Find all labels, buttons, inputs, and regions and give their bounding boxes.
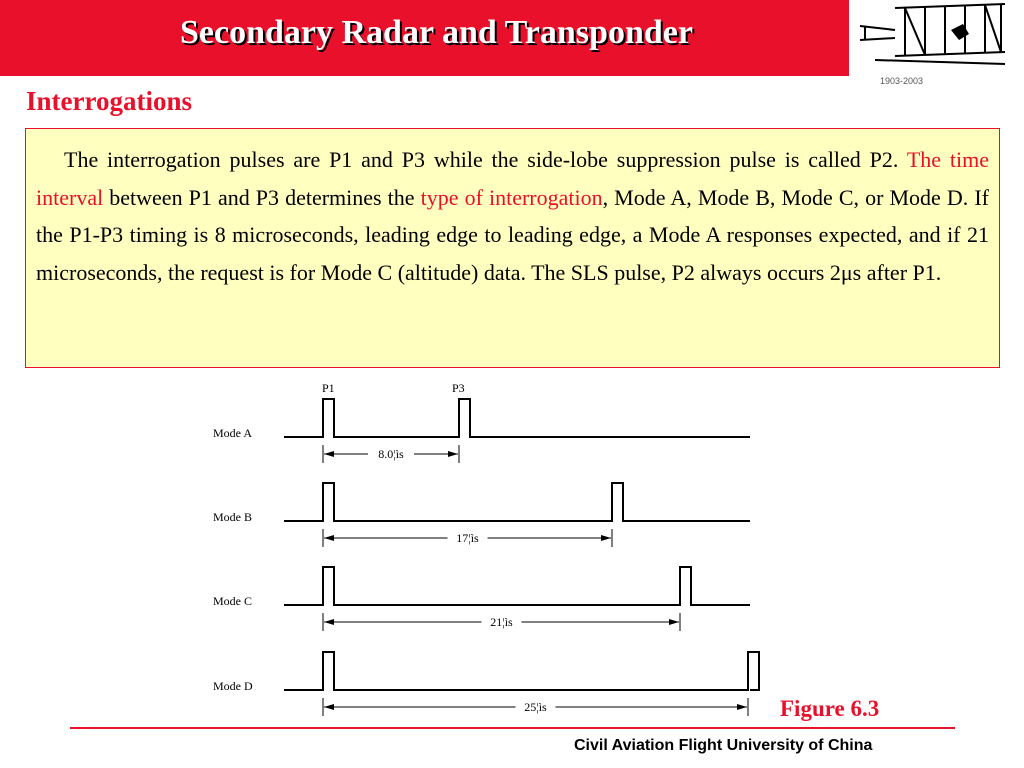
interval-label: 8.0¦ìs <box>378 447 404 461</box>
text-part: , Mode A, Mode B, Mode C, or Mode D. If … <box>36 184 989 285</box>
pulse-waveform <box>284 566 750 606</box>
footer-divider <box>70 727 955 729</box>
interval-label: 25¦ìs <box>524 700 547 714</box>
mode-label: Mode B <box>213 510 252 524</box>
text-part: between P1 and P3 determines the <box>103 184 421 210</box>
logo-caption: 1903-2003 <box>880 76 924 86</box>
pulse-label-p1: P1 <box>322 381 335 395</box>
pulse-label-p3: P3 <box>452 381 465 395</box>
mode-label: Mode D <box>213 679 253 693</box>
footer-text: Civil Aviation Flight University of Chin… <box>574 737 873 754</box>
mode-row: Mode B 17¦ìs <box>213 482 750 547</box>
mode-label: Mode C <box>213 594 252 608</box>
figure-label: Figure 6.3 <box>780 696 880 721</box>
text-part: The interrogation pulses are P1 and P3 w… <box>64 147 907 172</box>
interval-label: 21¦ìs <box>490 615 513 629</box>
mode-label: Mode A <box>213 426 252 440</box>
mode-row: Mode D 25¦ìs <box>213 651 760 716</box>
mode-row: Mode C 21¦ìs <box>213 566 750 631</box>
section-title: Interrogations <box>26 86 192 116</box>
pulse-waveform <box>284 398 750 438</box>
description-box: The interrogation pulses are P1 and P3 w… <box>25 128 1000 368</box>
highlight-type-of-interrogation: type of interrogation <box>420 184 603 210</box>
pulse-waveform <box>284 482 750 522</box>
header-bar <box>0 0 1024 76</box>
biplane-icon <box>859 3 1006 65</box>
pulse-waveform <box>284 651 760 691</box>
slide-title: Secondary Radar and Transponder <box>180 14 693 51</box>
interval-label: 17¦ìs <box>456 531 479 545</box>
highlight-time-interval: The time interval <box>36 147 989 210</box>
mode-row: Mode A 8.0¦ìs <box>213 398 750 463</box>
